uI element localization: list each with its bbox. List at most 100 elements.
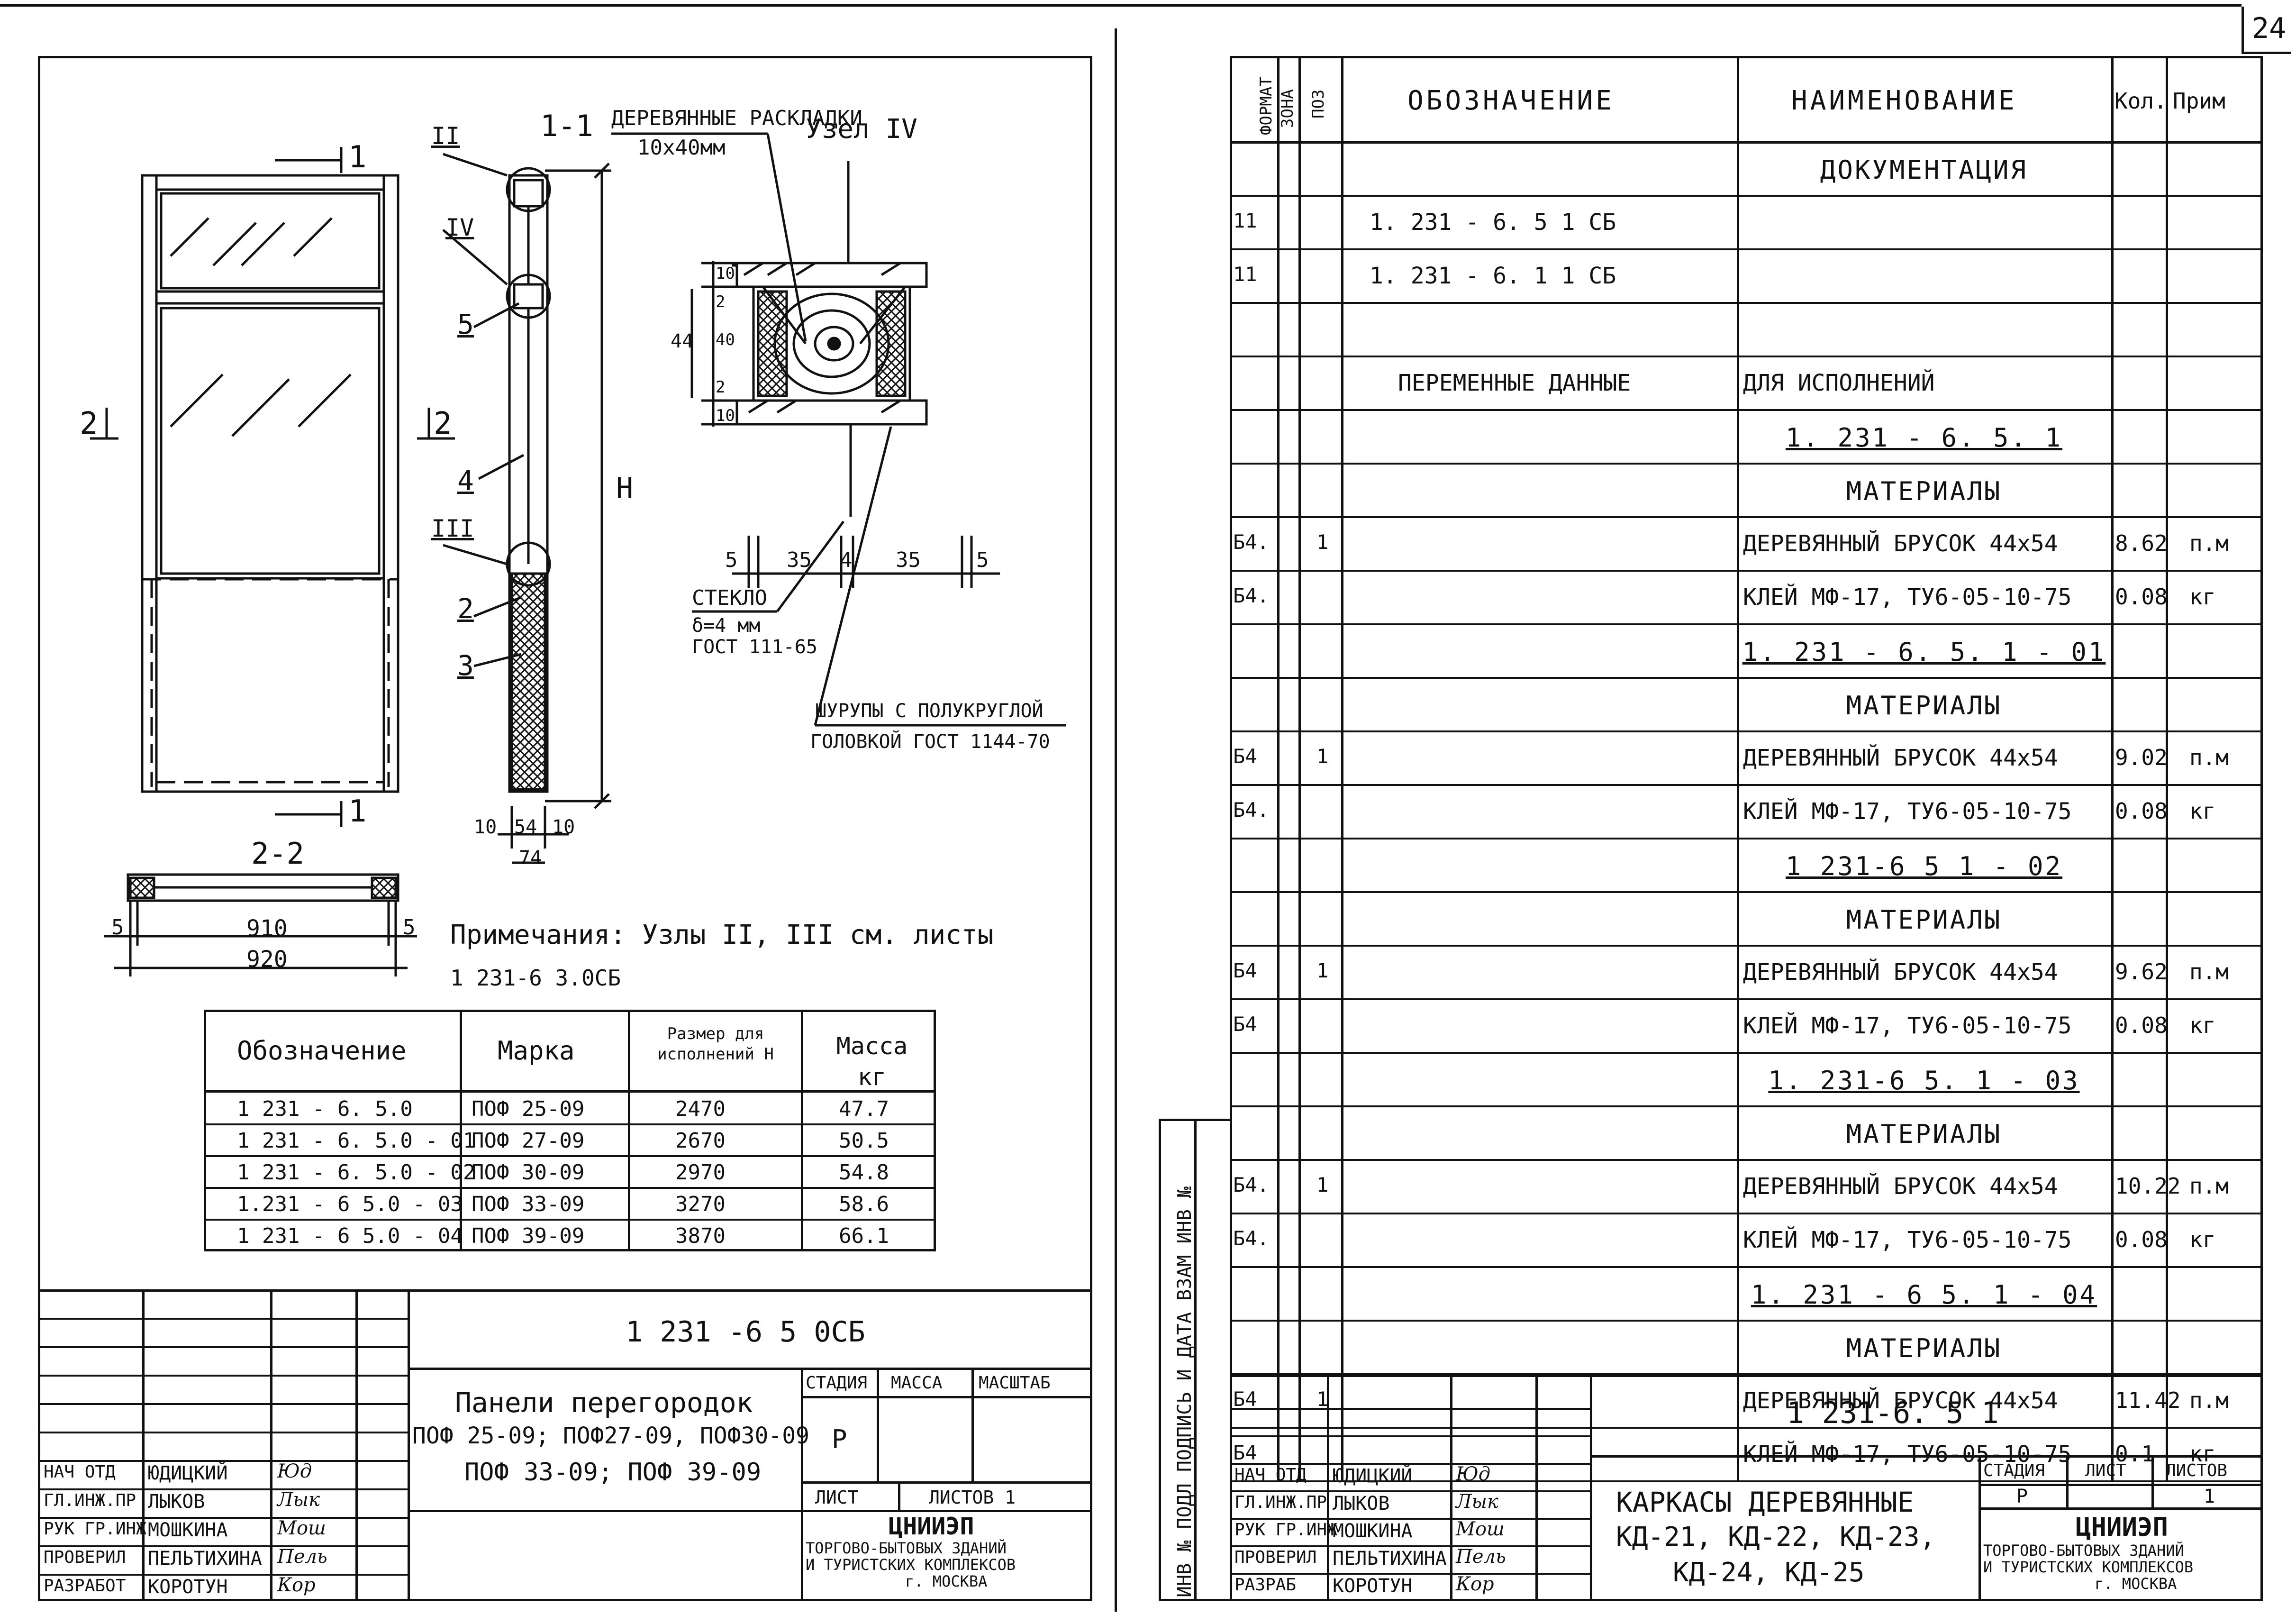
- dim-910: 910: [246, 915, 288, 942]
- spec-section-heading: МАТЕРИАЛЫ: [1846, 476, 2002, 506]
- right-sheets-header: ЛИСТОВ: [2166, 1461, 2228, 1480]
- spec-pos-cell: 1: [1316, 745, 1329, 768]
- title-block-row-line: [38, 1517, 408, 1519]
- mass-table-header-designation: Обозначение: [237, 1036, 407, 1066]
- right-doc-title-1: КАРКАСЫ ДЕРЕВЯННЫЕ: [1616, 1486, 1914, 1518]
- title-block-row-line: [1230, 1545, 1590, 1547]
- spec-qty-cell: 0.08: [2115, 1013, 2168, 1038]
- section-mark-1-top: 1: [348, 140, 367, 175]
- spec-row-line: [1230, 623, 2263, 625]
- right-tb-col-a: [2066, 1455, 2069, 1507]
- right-doc-code: 1 231-6. 5 1: [1787, 1396, 1999, 1430]
- title-block-row-line: [1230, 1463, 1590, 1465]
- title-block-row-line: [38, 1346, 408, 1348]
- right-sheet-header: ЛИСТ: [2085, 1461, 2126, 1480]
- title-block-row-line: [1230, 1435, 1590, 1437]
- spec-unit-cell: п.м: [2189, 1387, 2229, 1413]
- left-tb-sheet-line: [801, 1481, 1092, 1484]
- title-block-row-line: [38, 1574, 408, 1576]
- signature-mark: Мош: [1456, 1518, 1505, 1540]
- node-dim-2-a: 2: [716, 292, 726, 311]
- title-block-row-line: [1230, 1518, 1590, 1520]
- mass-table-cell: 2970: [675, 1160, 726, 1185]
- node-dim-4: 4: [840, 548, 853, 572]
- right-tb-org-row: [1978, 1507, 2263, 1510]
- mass-table-header-mark: Марка: [498, 1036, 575, 1066]
- mass-table-row-line-3: [204, 1187, 936, 1189]
- spec-column-line: [1341, 56, 1343, 1480]
- node-dim-40: 40: [716, 330, 735, 349]
- spec-row-line: [1230, 1052, 2263, 1054]
- left-mass-header: МАССА: [891, 1373, 943, 1393]
- spec-section-heading: МАТЕРИАЛЫ: [1846, 905, 2002, 935]
- signature-mark: Мош: [277, 1517, 326, 1539]
- glass-thickness: δ=4 мм: [692, 615, 761, 637]
- spec-designation-cell: 1. 231 - 6. 1 1 СБ: [1370, 263, 1616, 289]
- signature-mark: Пель: [277, 1546, 327, 1568]
- mass-table-col-2: [628, 1010, 630, 1251]
- spec-unit-cell: п.м: [2189, 1173, 2229, 1199]
- signatory-name: ЮДИЦКИЙ: [148, 1462, 228, 1484]
- left-doc-code: 1 231 -6 5 0СБ: [626, 1315, 865, 1349]
- mass-table-row-line-2: [204, 1155, 936, 1157]
- right-tb-v1: [1327, 1375, 1329, 1601]
- mass-table-row-line-4: [204, 1219, 936, 1221]
- title-block-row-line: [38, 1545, 408, 1547]
- center-separator: [1115, 28, 1117, 1612]
- signatory-role: РАЗРАБОТ: [44, 1576, 126, 1596]
- left-tb-org-line: [408, 1510, 1092, 1512]
- spec-name-cell: КЛЕЙ МФ-17, ТУ6-05-10-75: [1743, 1441, 2072, 1468]
- signature-mark: Юд: [277, 1460, 312, 1482]
- right-org-line-4: г. МОСКВА: [2095, 1575, 2177, 1593]
- mass-table-cell: ПОФ 33-09: [472, 1192, 585, 1216]
- mass-table-cell: 1 231 - 6 5.0 - 04: [237, 1224, 463, 1248]
- spec-row-line: [1230, 302, 2263, 304]
- spec-pos-cell: 1: [1316, 1173, 1329, 1196]
- right-tb-v4: [1590, 1375, 1592, 1601]
- left-tb-code-line: [408, 1368, 1092, 1370]
- signatory-role: НАЧ ОТД: [1234, 1465, 1307, 1485]
- spec-unit-cell: п.м: [2189, 959, 2229, 985]
- spec-name-cell: ДЕРЕВЯННЫЙ БРУСОК 44х54: [1743, 745, 2058, 771]
- signature-mark: Кор: [277, 1574, 316, 1596]
- title-block-row-line: [38, 1318, 408, 1320]
- spec-pos-cell: 1: [1316, 1387, 1329, 1411]
- spec-unit-cell: п.м: [2189, 530, 2229, 556]
- node-dim-10-b: 10: [716, 406, 735, 425]
- spec-qty-cell: 9.62: [2115, 959, 2168, 985]
- dim-5-left: 5: [111, 915, 124, 940]
- node-dim-5-a: 5: [725, 548, 738, 572]
- spec-format-cell: Б4: [1233, 1387, 1257, 1411]
- right-title-block: [1230, 1375, 2263, 1601]
- spec-name-cell: ДЕРЕВЯННЫЙ БРУСОК 44х54: [1743, 959, 2058, 985]
- mass-table-col-1: [460, 1010, 462, 1251]
- spec-header-note: Прим: [2173, 88, 2225, 114]
- left-tb-col-stage: [877, 1368, 879, 1481]
- right-sheets-value: 1: [2204, 1486, 2215, 1507]
- spec-format-cell: Б4.: [1233, 584, 1269, 607]
- spec-qty-cell: 8.62: [2115, 530, 2168, 556]
- mass-table-cell: 54.8: [839, 1160, 889, 1185]
- mass-table-cell: 1 231 - 6. 5.0: [237, 1097, 413, 1121]
- dim-54: 54: [514, 816, 537, 838]
- spec-format-cell: 11: [1233, 209, 1257, 232]
- right-stage-header: СТАДИЯ: [1983, 1461, 2045, 1480]
- spec-section-heading: 1. 231 - 6. 5. 1 - 01: [1742, 637, 2106, 667]
- spec-section-heading: МАТЕРИАЛЫ: [1846, 1333, 2002, 1363]
- left-org-line-2: ТОРГОВО-БЫТОВЫХ ЗДАНИЙ: [806, 1539, 1007, 1557]
- spec-name-cell: ДЛЯ ИСПОЛНЕНИЙ: [1743, 370, 1935, 396]
- mass-table-cell: 58.6: [839, 1192, 889, 1216]
- signatory-name: МОШКИНА: [1333, 1520, 1413, 1542]
- spec-qty-cell: 0.08: [2115, 798, 2168, 824]
- left-doc-title-1: Панели перегородок: [455, 1387, 753, 1419]
- right-side-margin-text: ИНВ № ПОДЛ ПОДПИСЬ И ДАТА ВЗАМ ИНВ №: [1174, 1186, 1196, 1597]
- spec-format-cell: Б4: [1233, 1013, 1257, 1036]
- dim-920: 920: [246, 946, 288, 973]
- title-block-row-line: [38, 1403, 408, 1405]
- right-tb-code-line: [1590, 1455, 2263, 1458]
- page-number: 24: [2252, 12, 2287, 45]
- spec-unit-cell: кг: [2189, 584, 2216, 610]
- node-dim-35-a: 35: [787, 548, 812, 572]
- spec-column-line: [2166, 56, 2168, 1480]
- left-org-name: ЦНИИЭП: [889, 1513, 974, 1540]
